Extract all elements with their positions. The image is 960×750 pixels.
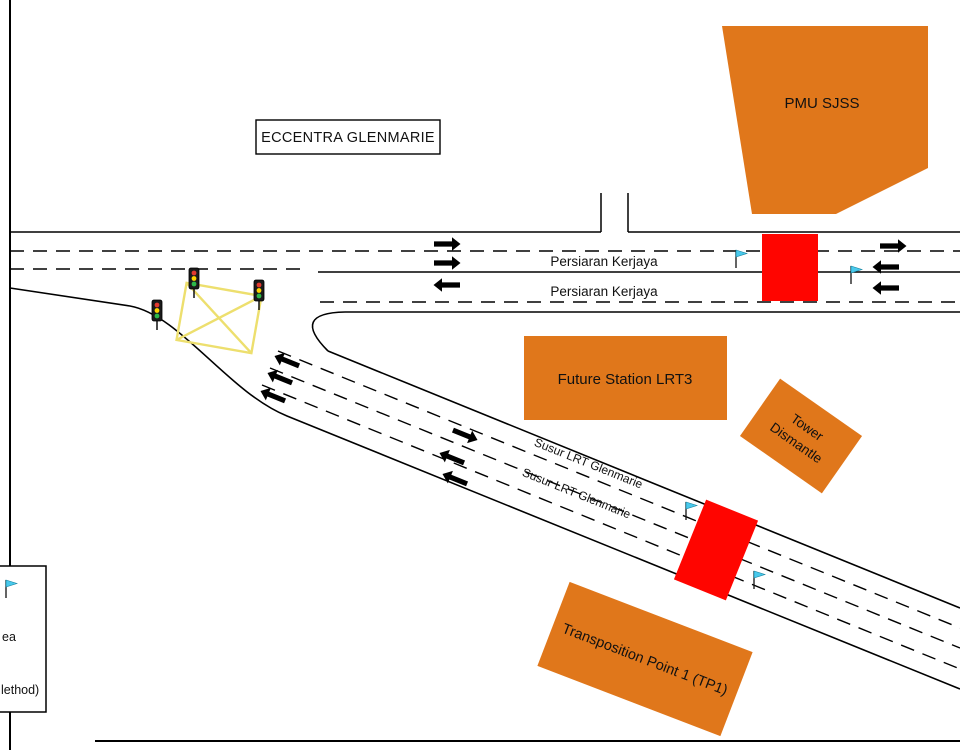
boundary-flag-icon <box>735 249 748 269</box>
title-box <box>255 119 441 155</box>
legend-row-3: lethod) <box>1 683 39 697</box>
zone-pmu-sjss-label: PMU SJSS <box>784 95 859 112</box>
traffic-light-icon <box>151 299 163 331</box>
lane-arrow-northwest <box>264 366 295 390</box>
road-label-persiaran-kerjaya-1: Persiaran Kerjaya <box>550 254 658 269</box>
lane-arrow-northwest <box>257 384 288 408</box>
work-zone-block-main-road <box>762 234 818 301</box>
lane-arrow-northwest <box>439 467 470 491</box>
side-road-stub <box>600 193 629 232</box>
slip-road-lane-divider-1 <box>277 350 960 629</box>
zone-future-station-label: Future Station LRT3 <box>558 371 693 388</box>
lane-arrow-east <box>434 256 461 270</box>
slip-road-ne-edge <box>327 350 960 609</box>
slip-road-lane-divider-2 <box>269 367 960 649</box>
boundary-flag-icon <box>850 265 863 285</box>
lane-arrow-east <box>434 237 461 251</box>
lane-arrow-northwest <box>271 349 302 373</box>
legend-row-2: ea <box>2 630 16 644</box>
work-zone-block-slip-road <box>673 499 759 601</box>
legend-box <box>0 565 47 713</box>
zone-future-station-lrt3 <box>524 336 727 420</box>
yellow-box-cross <box>175 282 263 354</box>
slip-road-sw-edge <box>9 287 960 690</box>
zone-pmu-sjss <box>722 26 928 214</box>
zone-transposition-point-1: Transposition Point 1 (TP1) <box>537 581 753 737</box>
lane-arrow-west <box>433 278 460 292</box>
slip-road-lane-divider-3 <box>261 384 960 670</box>
zone-tower-dismantle: Tower Dismantle <box>739 378 863 494</box>
yellow-box-junction <box>175 281 263 355</box>
traffic-light-icon <box>253 279 265 311</box>
road-label-persiaran-kerjaya-2: Persiaran Kerjaya <box>550 284 658 299</box>
junction-corner-curve <box>311 311 346 352</box>
lane-arrow-southeast <box>450 423 481 447</box>
title-box-label: ECCENTRA GLENMARIE <box>261 130 435 146</box>
lane-arrow-west <box>872 281 899 295</box>
